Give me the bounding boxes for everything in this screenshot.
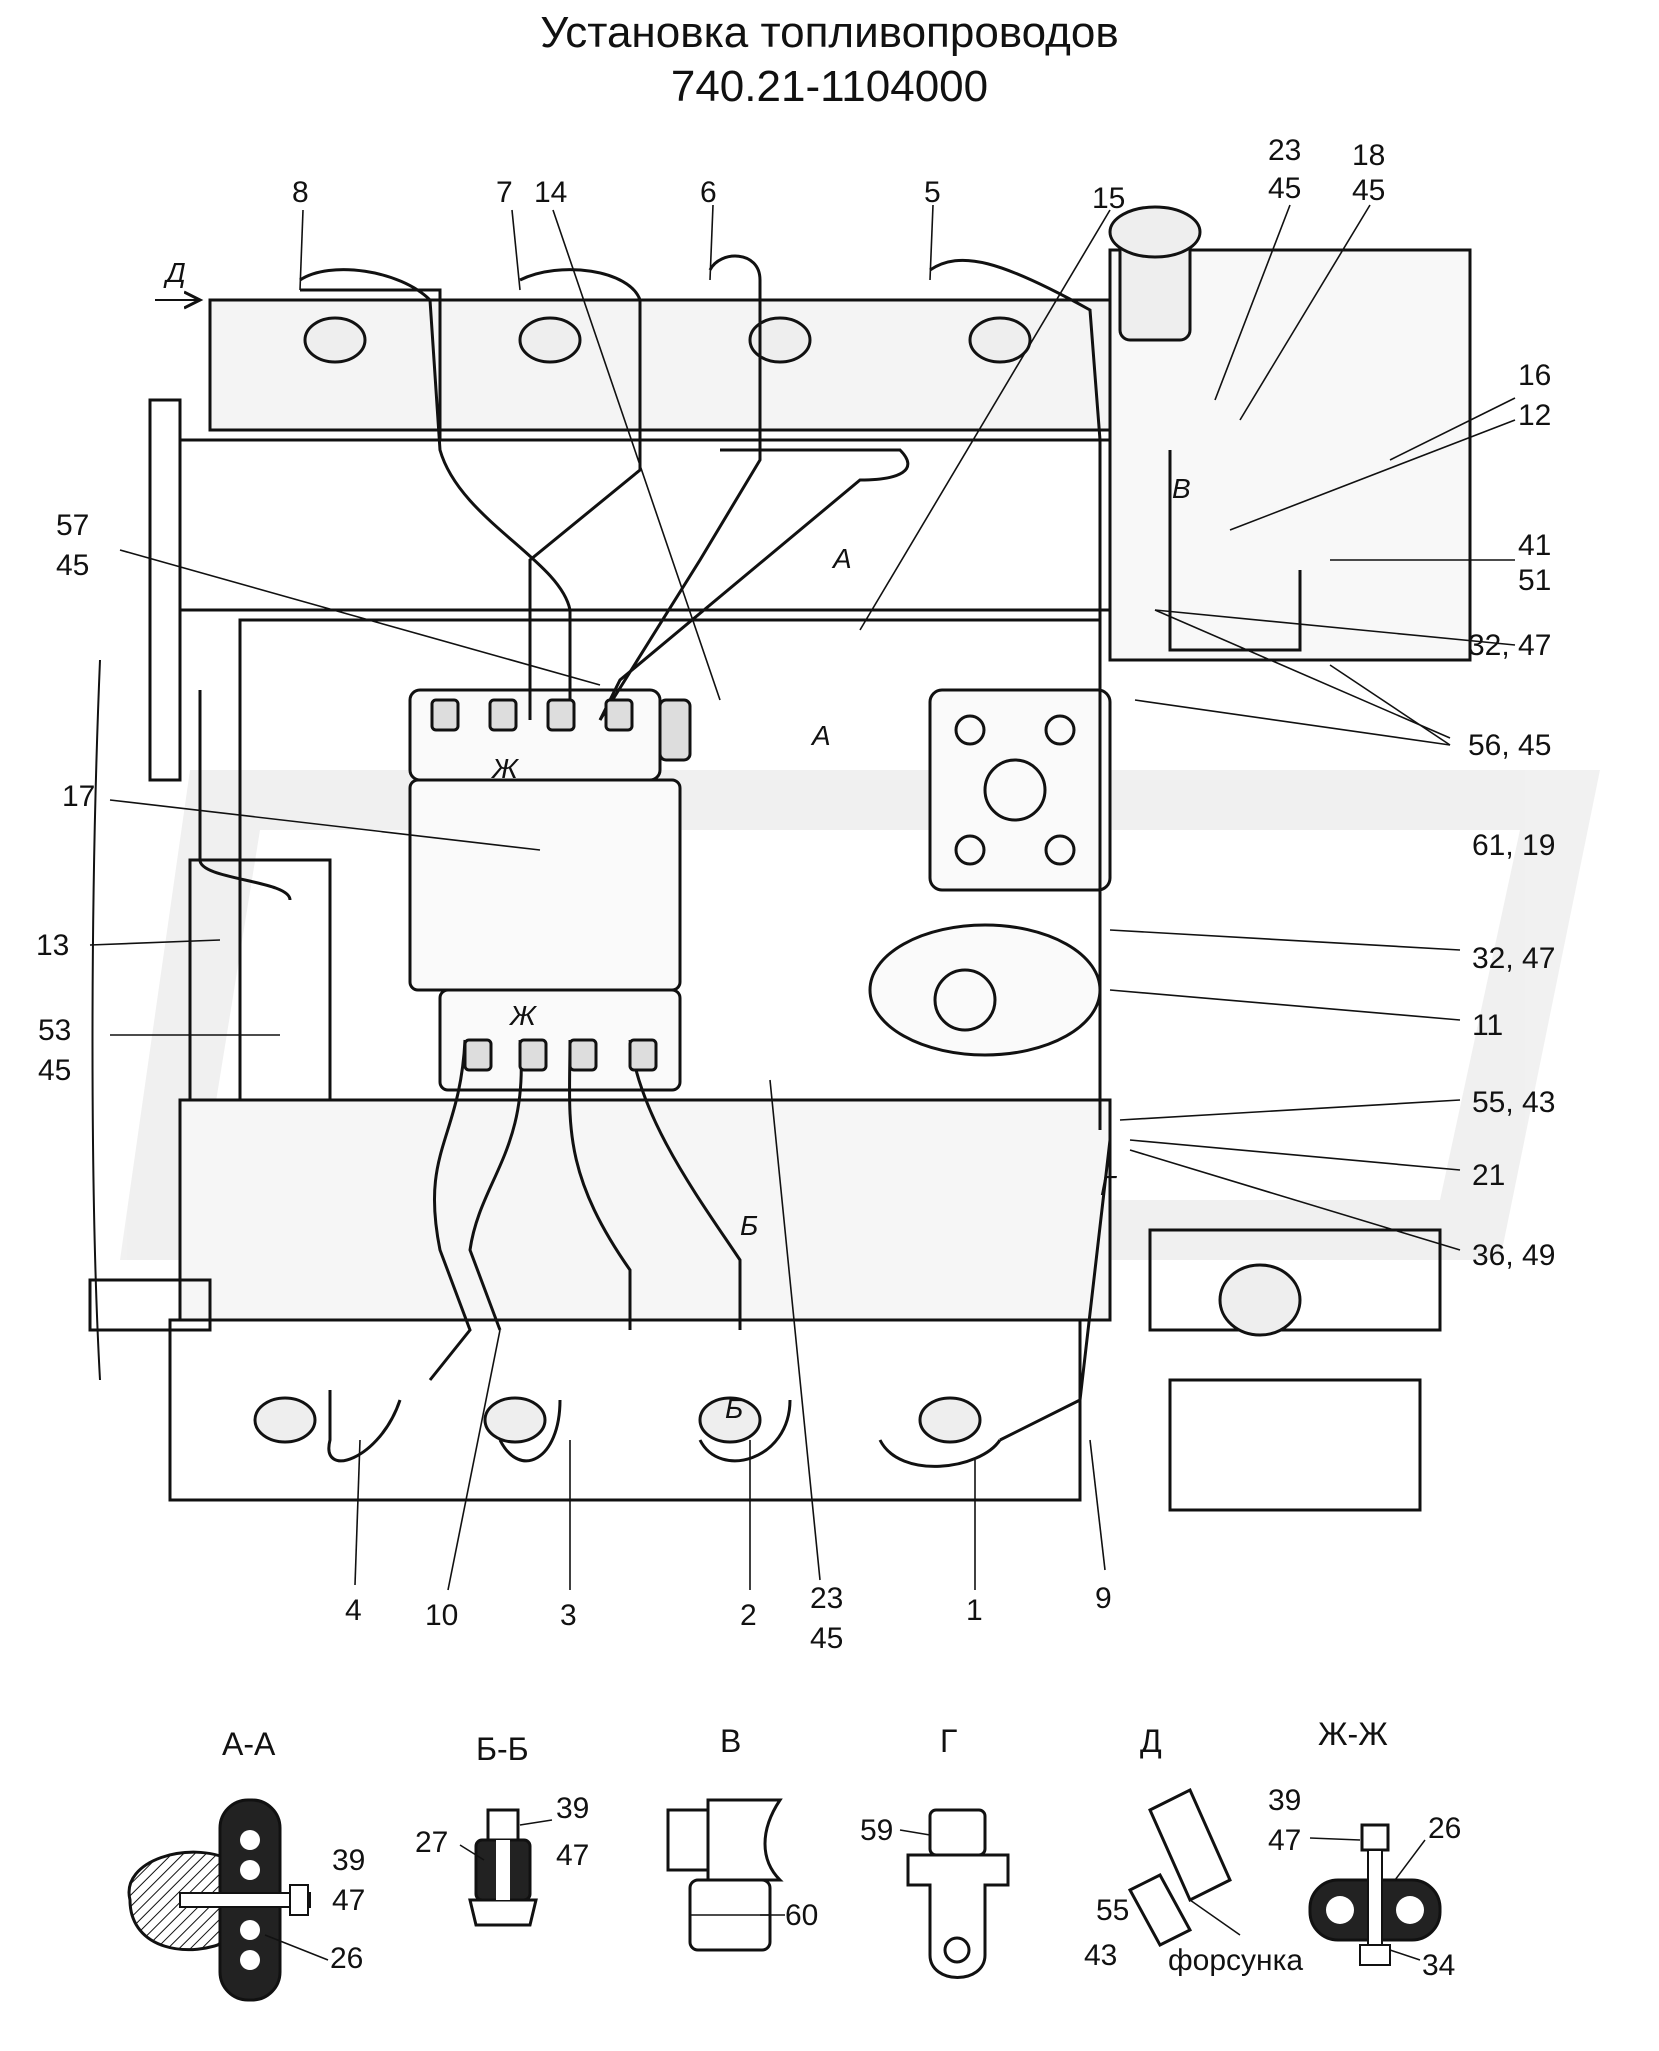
section-mark-zh1: Ж [490,753,520,784]
callout-13: 13 [36,929,69,962]
view-g-59: 59 [860,1814,893,1847]
section-aa-47: 47 [332,1884,365,1917]
engine-body [88,248,1472,1512]
section-mark-b1: Б [740,1210,758,1241]
callout-1: 1 [966,1594,983,1627]
section-mark-a1: А [831,543,852,574]
view-mark-v: В [1172,473,1191,504]
callout-14: 14 [534,176,567,209]
view-g-title: Г [940,1723,957,1759]
callout-45-left2: 45 [38,1054,71,1087]
view-d-43: 43 [1084,1939,1117,1972]
callout-55-43: 55, 43 [1472,1086,1555,1119]
callout-41: 41 [1518,529,1551,562]
callout-2: 2 [740,1599,757,1632]
callout-45-bottom: 45 [810,1622,843,1655]
section-mark-zh2: Ж [508,1000,538,1031]
section-zhzh-39: 39 [1268,1784,1301,1817]
callout-8: 8 [292,176,309,209]
section-zhzh: Ж-Ж 39 47 26 34 [1268,1716,1461,1982]
callout-53: 53 [38,1014,71,1047]
callout-17: 17 [62,780,95,813]
section-aa-title: А-А [222,1726,276,1762]
callout-15: 15 [1092,182,1125,215]
callout-36-49: 36, 49 [1472,1239,1555,1272]
view-d: Д 55 43 форсунка [1084,1723,1303,1977]
drawing-title: Установка топливопроводов [540,8,1119,57]
callout-45-top2: 45 [1352,174,1385,207]
pump-fittings [430,698,692,1072]
callout-45-top: 45 [1268,172,1301,205]
callout-4: 4 [345,1594,362,1627]
section-zhzh-34: 34 [1422,1949,1455,1982]
view-mark-g: Г [1100,1170,1117,1201]
section-bb-27: 27 [415,1826,448,1859]
top-injectors [303,205,1202,364]
callout-16: 16 [1518,359,1551,392]
callout-10: 10 [425,1599,458,1632]
section-zhzh-title: Ж-Ж [1318,1716,1388,1752]
view-v-60: 60 [785,1899,818,1932]
section-bb-title: Б-Б [476,1731,529,1767]
callout-9: 9 [1095,1582,1112,1615]
callout-6: 6 [700,176,717,209]
view-v: В 60 [666,1723,818,1952]
section-aa-39: 39 [332,1844,365,1877]
view-d-title: Д [1140,1723,1162,1759]
callout-23-bottom: 23 [810,1582,843,1615]
callout-5: 5 [924,176,941,209]
callout-7: 7 [496,176,513,209]
callout-45-left: 45 [56,549,89,582]
view-d-forsunka: форсунка [1168,1944,1303,1977]
section-bb-39: 39 [556,1792,589,1825]
view-v-title: В [720,1723,741,1759]
callout-56-45: 56, 45 [1468,729,1551,762]
section-mark-a2: А [810,720,831,751]
callout-32-47-top: 32, 47 [1468,629,1551,662]
view-mark-d: Д [163,257,186,288]
callout-51: 51 [1518,564,1551,597]
callout-21: 21 [1472,1159,1505,1192]
callouts: 8 7 14 6 5 15 23 45 18 45 16 12 41 51 32… [36,134,1555,1655]
section-zhzh-26: 26 [1428,1812,1461,1845]
view-d-55: 55 [1096,1894,1129,1927]
section-aa-26: 26 [330,1942,363,1975]
section-zhzh-47: 47 [1268,1824,1301,1857]
fuel-pump [408,688,1112,1092]
section-mark-b2: Б [725,1393,743,1424]
callout-11: 11 [1472,1009,1503,1042]
callout-18: 18 [1352,139,1385,172]
callout-3: 3 [560,1599,577,1632]
section-bb: Б-Б 27 39 47 [415,1731,589,1927]
callout-61-19: 61, 19 [1472,829,1555,862]
callout-12: 12 [1518,399,1551,432]
view-g: Г 59 [860,1723,1010,1979]
leader-lines [89,204,1516,1591]
section-aa: А-А 39 47 26 [127,1726,365,2002]
callout-57: 57 [56,509,89,542]
drawing-number: 740.21-1104000 [670,62,989,111]
callout-32-47: 32, 47 [1472,942,1555,975]
section-bb-47: 47 [556,1839,589,1872]
bottom-injectors [253,1263,1302,1444]
view-marks: Д В А А Ж Ж Б Б Г [155,257,1191,1424]
callout-23-top: 23 [1268,134,1301,167]
fuel-lines [198,254,1302,1468]
